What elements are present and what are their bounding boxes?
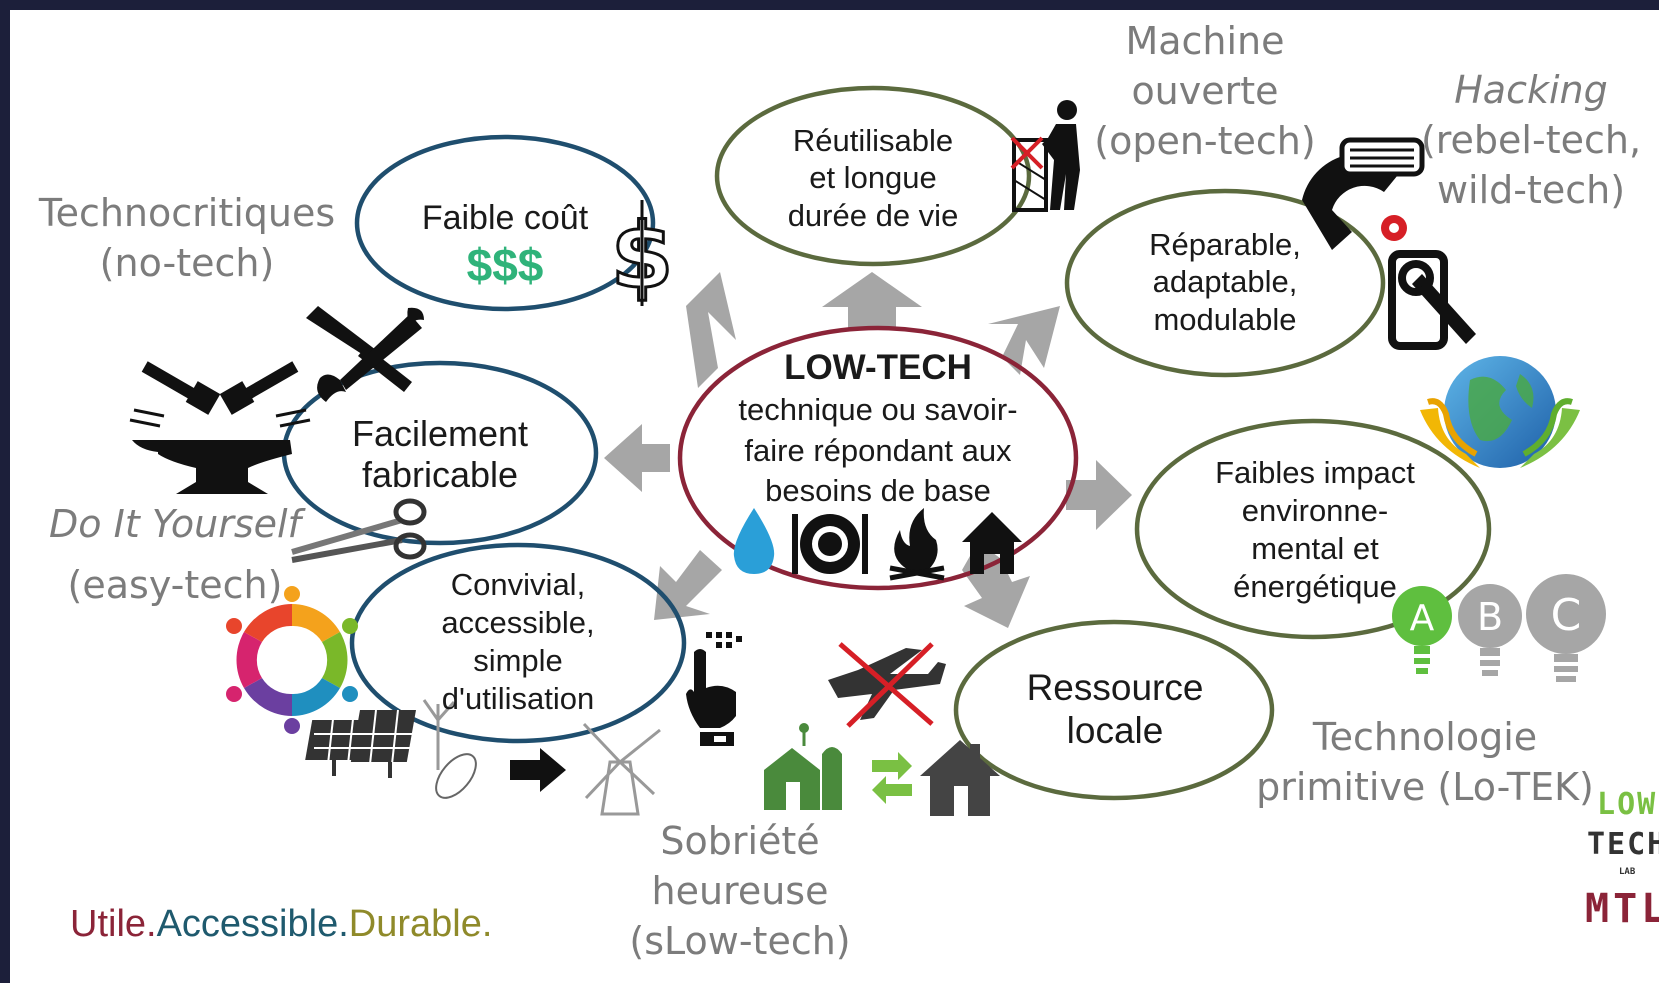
money-label: $$$ [466,238,544,291]
screwdriver-wrench-icon [306,306,424,402]
label-machine: Machine ouverte (open-tech) [1070,16,1340,166]
arrow-down-left [654,550,722,620]
oval-local [953,619,1275,801]
energy-label-c: C [1551,590,1582,641]
slogan: Utile.Accessible.Durable. [70,903,492,946]
oval-low-impact [1134,418,1492,640]
easy-make-line-1: Facilement [351,412,529,454]
reusable-line-1: Réutilisable [792,123,954,159]
oval-center [677,325,1079,591]
low-impact-line-1: Faibles impact [1215,455,1415,491]
oval-low-impact-text: Faibles impact environne- mental et éner… [1170,454,1460,606]
oval-center-text: LOW-TECH technique ou savoir- faire répo… [710,348,1046,508]
convivial-line-3: simple [473,643,563,678]
arrow-left [604,424,670,492]
globe-hands-icon [1420,356,1580,468]
touch-hand-icon [686,632,742,746]
anvil-hammers-icon [129,361,311,494]
hacking-line-1: Hacking [1454,68,1608,112]
label-technocritiques: Technocritiques (no-tech) [22,188,352,288]
lowtech-lab-logo: LOW TECH LAB MTL [1585,787,1659,932]
dollar-sign-icon: $ [609,200,675,311]
low-cost-label: Faible coût [421,198,589,237]
oval-local-text: Ressource locale [1000,664,1230,756]
logo-line-1: LOW [1597,787,1658,822]
oval-convivial [349,542,687,744]
repairable-line-1: Réparable, [1149,227,1301,263]
sobriete-line-3: (sLow-tech) [629,919,851,964]
slogan-utile: Utile. [70,903,157,945]
label-sobriete: Sobriété heureuse (sLow-tech) [600,816,880,966]
reusable-line-3: durée de vie [787,197,959,233]
local-line-2: locale [1066,710,1164,751]
label-diy: Do It Yourself (easy-tech) [30,494,320,616]
energy-label-a: A [1410,598,1435,639]
sobriete-line-2: heureuse [651,869,829,914]
center-title: LOW-TECH [784,347,972,387]
primitive-line-2: primitive (Lo-TEK) [1256,765,1594,810]
hacking-line-2: (rebel-tech, [1420,118,1642,163]
arrow-up [822,272,922,328]
sobriete-line-1: Sobriété [660,819,820,863]
water-drop-icon [733,508,775,574]
repairable-line-2: adaptable, [1152,264,1298,300]
house-icon [962,512,1022,574]
person-trash-icon [1010,100,1080,212]
repairable-line-3: modulable [1153,301,1297,337]
scissors-icon [291,498,427,563]
machine-line-2: ouverte [1131,69,1279,114]
center-line-3: besoins de base [765,472,991,508]
easy-make-line-2: fabricable [361,454,519,495]
convivial-line-4: d'utilisation [441,680,595,716]
arrow-up-left [658,272,736,388]
no-plane-icon [828,642,946,728]
diagram-graphics: $ [129,85,1606,816]
low-impact-line-4: énergétique [1233,568,1397,604]
convivial-line-1: Convivial, [450,567,586,603]
plate-icon [792,514,868,574]
arrow-right [1066,460,1132,530]
oval-convivial-text: Convivial, accessible, simple d'utilisat… [398,566,638,718]
farm-exchange-house-icon [764,723,1000,816]
technocritiques-line-1: Technocritiques [38,191,336,235]
slogan-durable: Durable. [348,903,493,945]
logo-line-2: TECH [1587,827,1659,862]
label-hacking: Hacking (rebel-tech, wild-tech) [1406,65,1656,215]
oval-easy-make-text: Facilement fabricable [320,408,560,500]
logo-line-3: LAB [1618,867,1636,877]
diy-line-2: (easy-tech) [67,562,283,607]
low-impact-line-3: mental et [1251,531,1379,566]
oval-low-cost [354,134,656,312]
technocritiques-line-2: (no-tech) [99,241,275,286]
logo-line-4: MTL [1585,886,1659,932]
fire-icon [894,508,938,572]
solar-wind-icon [305,699,661,816]
oval-low-cost-text: Faible coût $$$ [395,190,615,300]
oval-reusable-text: Réutilisable et longue durée de vie [743,118,1003,238]
machine-line-1: Machine [1125,19,1285,63]
phone-repair-icon [1388,250,1476,350]
basic-needs-icons [733,508,1022,581]
low-impact-line-2: environne- [1241,493,1389,529]
label-primitive: Technologie primitive (Lo-TEK) [1225,712,1625,812]
energy-bulbs-icon: A B C [1392,574,1606,682]
wrench-gear-icon [1302,137,1425,250]
oval-repairable-text: Réparable, adaptable, modulable [1100,222,1350,342]
convivial-line-2: accessible, [441,605,595,641]
energy-label-b: B [1477,595,1503,639]
reusable-line-2: et longue [809,160,937,196]
center-line-2: faire répondant aux [744,432,1012,468]
primitive-line-1: Technologie [1312,715,1538,759]
oval-repairable [1064,188,1386,378]
center-line-1: technique ou savoir- [738,392,1018,428]
diagram-canvas: $ [10,10,1659,983]
community-circle-icon [226,586,358,734]
slogan-accessible: Accessible. [156,903,349,945]
oval-reusable [714,85,1032,267]
local-line-1: Ressource [1026,667,1204,709]
hacking-line-3: wild-tech) [1436,168,1626,213]
machine-line-3: (open-tech) [1094,119,1316,164]
diy-line-1: Do It Yourself [49,502,301,546]
